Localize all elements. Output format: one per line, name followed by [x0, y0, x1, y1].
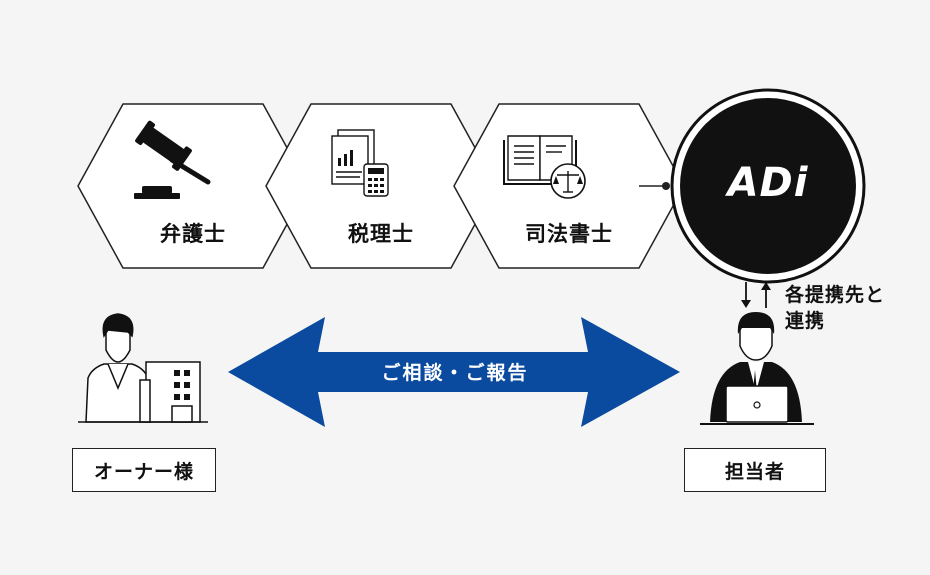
gavel-icon [134, 120, 211, 199]
partner-label-tax-accountant: 税理士 [348, 222, 414, 246]
calculator-document-icon [331, 129, 389, 197]
connector-dot [662, 182, 670, 190]
partner-label-lawyer: 弁護士 [160, 222, 226, 246]
hex-lawyer [77, 103, 309, 269]
law-book-scales-icon [503, 135, 586, 199]
adi-logo: ADi [727, 160, 809, 206]
adi-circle [680, 98, 856, 274]
consultation-arrow [228, 317, 680, 427]
cooperation-arrows [741, 282, 771, 308]
partner-label-judicial-scrivener: 司法書士 [525, 222, 613, 246]
manager-label-box: 担当者 [684, 448, 826, 492]
owner-building-icon [78, 313, 208, 423]
cooperation-text: 各提携先と 連携 [785, 282, 885, 334]
cooperation-line2: 連携 [785, 310, 826, 332]
consultation-label: ご相談・ご報告 [381, 362, 529, 384]
owner-label-box: オーナー様 [72, 448, 216, 492]
manager-laptop-icon [700, 312, 814, 425]
cooperation-line1: 各提携先と [785, 284, 886, 306]
